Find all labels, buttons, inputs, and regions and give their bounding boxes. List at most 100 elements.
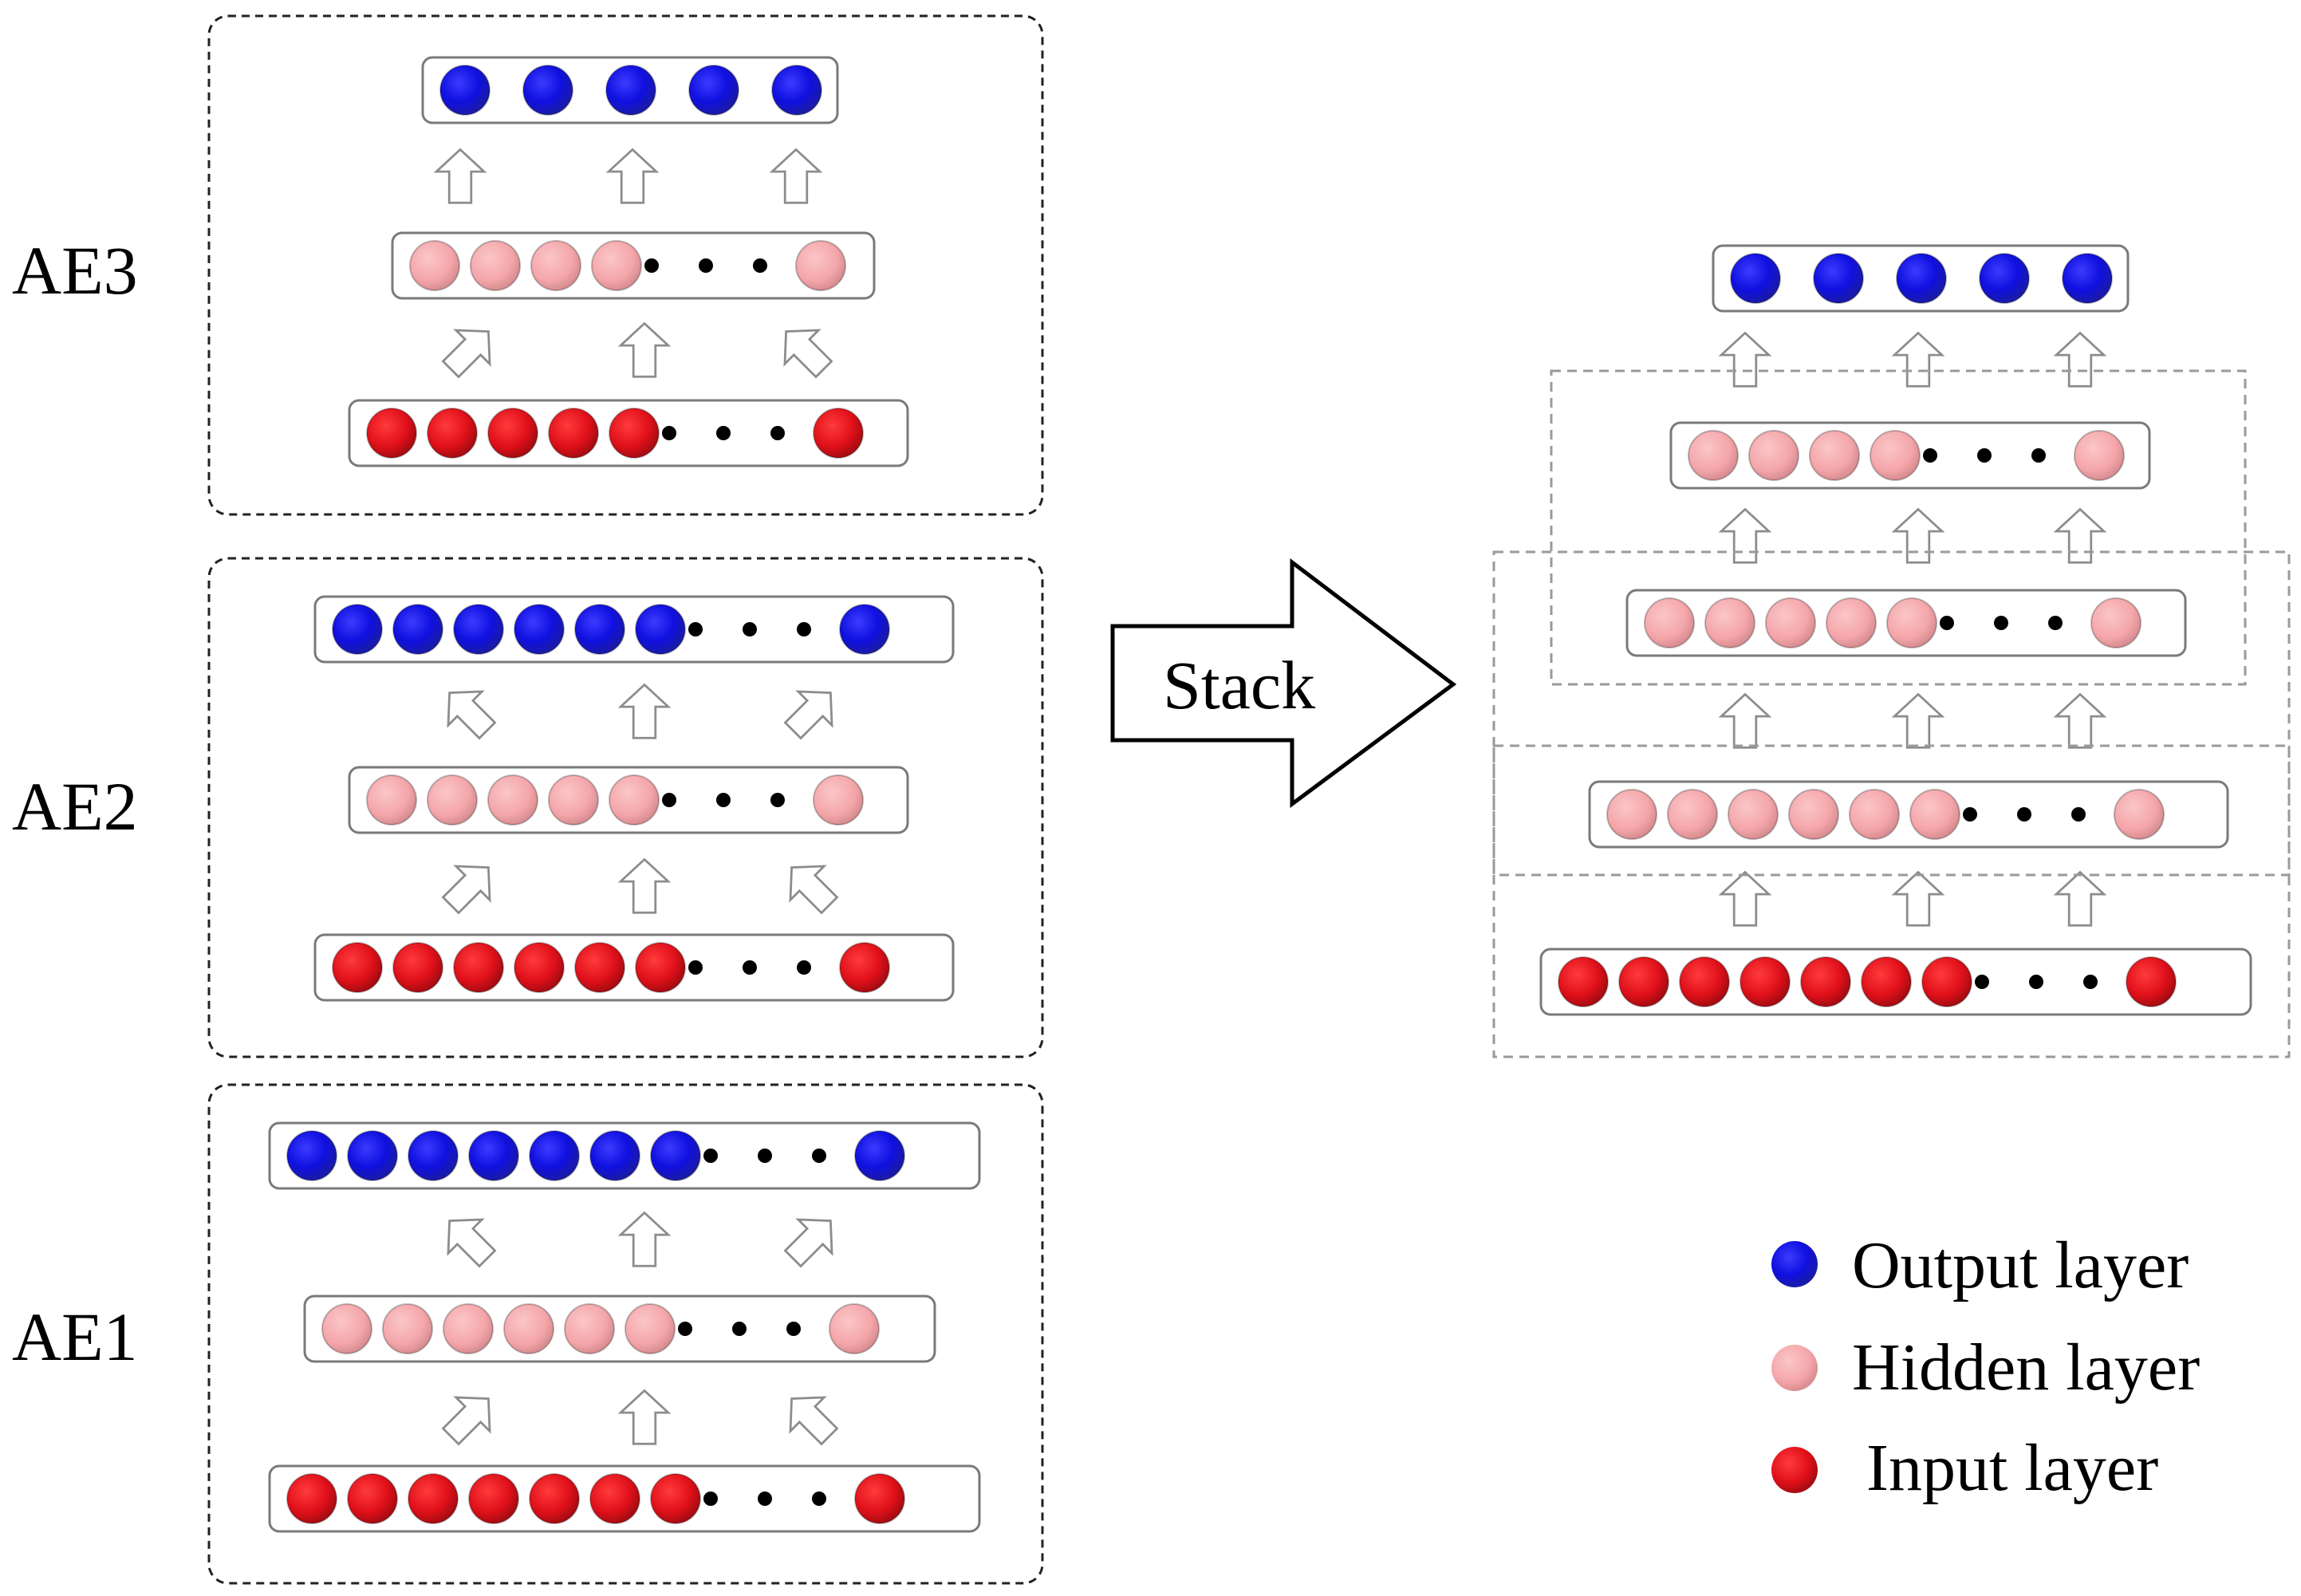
hidden-node — [591, 240, 642, 291]
ae2-output-layer — [313, 595, 955, 664]
hidden-node — [1765, 597, 1816, 648]
hidden-node — [1704, 597, 1755, 648]
ellipsis-dot — [812, 1492, 826, 1506]
output-node — [635, 604, 686, 655]
ae2-label: AE2 — [12, 768, 138, 845]
ae1-label: AE1 — [12, 1298, 138, 1375]
arrow-icon — [617, 1211, 672, 1267]
arrow-icon — [769, 148, 823, 204]
ellipsis-dot — [688, 960, 703, 975]
input-node — [408, 1473, 459, 1524]
ae3-box — [207, 14, 1044, 516]
arrow-icon — [783, 690, 833, 740]
hidden-node — [382, 1303, 433, 1354]
arrow-icon — [789, 865, 839, 915]
stack-ae3-box — [1550, 369, 2247, 686]
output-node — [529, 1130, 580, 1181]
ellipsis-dot — [797, 622, 811, 636]
input-node — [1679, 956, 1730, 1007]
arrow-icon — [1891, 331, 1945, 388]
ellipsis-dot — [2071, 807, 2086, 822]
stack-hidden-layer-2 — [1625, 589, 2187, 657]
ae1-box — [207, 1083, 1044, 1585]
arrow-icon — [1718, 870, 1772, 927]
arrow-icon — [2053, 692, 2107, 749]
output-node — [688, 65, 739, 116]
input-node — [548, 408, 599, 459]
hidden-node — [1886, 597, 1937, 648]
ae3-input-layer — [348, 399, 909, 467]
input-node — [366, 408, 417, 459]
output-node — [839, 604, 890, 655]
output-node — [650, 1130, 701, 1181]
arrow-icon — [2053, 870, 2107, 927]
arrow-icon — [441, 865, 491, 915]
ellipsis-dot — [2083, 975, 2098, 989]
hidden-node — [427, 774, 478, 826]
output-node — [1896, 253, 1947, 304]
arrow-icon — [2053, 507, 2107, 564]
arrow-icon — [617, 321, 672, 378]
hidden-node — [487, 774, 538, 826]
legend-input-label: Input layer — [1866, 1431, 2158, 1505]
input-node — [2126, 956, 2177, 1007]
ellipsis-dot — [743, 960, 757, 975]
ae1-hidden-layer — [303, 1295, 936, 1363]
output-node — [854, 1130, 905, 1181]
ellipsis-dot — [732, 1322, 747, 1336]
input-node — [650, 1473, 701, 1524]
hidden-node — [1644, 597, 1695, 648]
ellipsis-dot — [770, 793, 785, 807]
hidden-node — [1748, 430, 1799, 481]
arrow-icon — [2053, 331, 2107, 388]
hidden-node — [564, 1303, 615, 1354]
output-node — [286, 1130, 337, 1181]
ellipsis-dot — [2029, 975, 2043, 989]
arrow-icon — [783, 329, 833, 379]
input-node — [332, 942, 383, 993]
arrow-icon — [1718, 331, 1772, 388]
hidden-node — [1728, 789, 1779, 840]
output-node — [453, 604, 504, 655]
hidden-node — [625, 1303, 676, 1354]
hidden-node — [409, 240, 460, 291]
stack-label: Stack — [1163, 647, 1315, 723]
hidden-node — [2090, 597, 2141, 648]
input-node — [589, 1473, 640, 1524]
stack-output-layer — [1712, 244, 2130, 313]
hidden-node — [813, 774, 864, 826]
input-node — [1558, 956, 1609, 1007]
ae3-hidden-layer — [391, 231, 876, 300]
input-node — [529, 1473, 580, 1524]
ellipsis-dot — [786, 1322, 801, 1336]
hidden-node — [443, 1303, 494, 1354]
hidden-node — [1870, 430, 1921, 481]
hidden-node — [2114, 789, 2165, 840]
output-node — [771, 65, 822, 116]
ellipsis-dot — [716, 793, 731, 807]
ellipsis-dot — [2031, 448, 2046, 463]
input-node — [839, 942, 890, 993]
ellipsis-dot — [797, 960, 811, 975]
hidden-node — [795, 240, 846, 291]
ellipsis-dot — [1940, 616, 1954, 630]
input-node — [286, 1473, 337, 1524]
ae1-output-layer — [268, 1121, 981, 1190]
arrow-icon — [1891, 870, 1945, 927]
hidden-node — [829, 1303, 880, 1354]
output-node — [439, 65, 491, 116]
input-node — [1618, 956, 1669, 1007]
ellipsis-dot — [644, 258, 659, 273]
ellipsis-dot — [758, 1149, 772, 1163]
ellipsis-dot — [1923, 448, 1937, 463]
output-node — [522, 65, 573, 116]
ellipsis-dot — [2048, 616, 2063, 630]
input-node — [453, 942, 504, 993]
input-node — [1740, 956, 1791, 1007]
hidden-node — [470, 240, 521, 291]
arrow-icon — [433, 148, 487, 204]
ae3-output-layer — [421, 56, 839, 124]
output-node — [2062, 253, 2113, 304]
hidden-node — [530, 240, 581, 291]
